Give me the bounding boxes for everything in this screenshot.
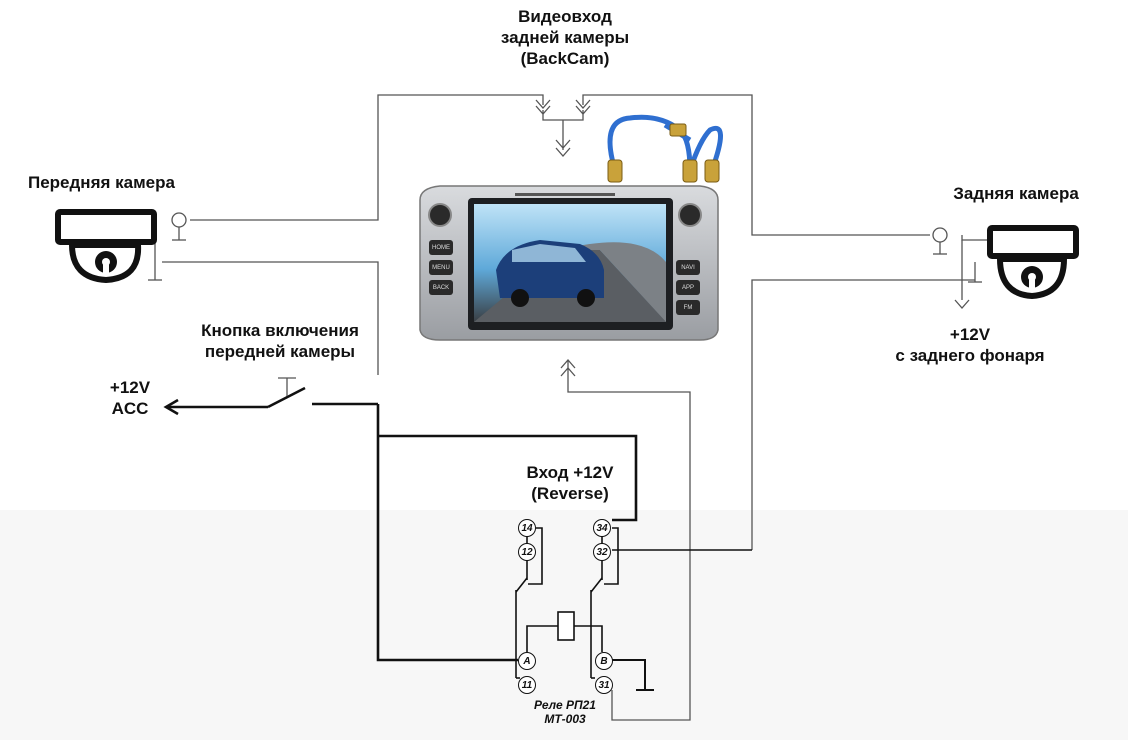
- wire-to-relay-34: [378, 434, 638, 522]
- acc-label-line1: +12V: [109, 378, 151, 397]
- front-cam-ground: [148, 212, 187, 281]
- relay-pin-14: 14: [518, 519, 536, 537]
- backcam-input-label: Видеовход задней камеры (BackCam): [470, 6, 660, 69]
- reverse-input-label: Вход +12V (Reverse): [500, 462, 640, 504]
- rca-connectors: [535, 99, 591, 377]
- acc-label: +12V ACC: [90, 377, 170, 419]
- wire-to-relay-a: [376, 404, 518, 662]
- relay-caption-line2: МТ-003: [544, 712, 586, 726]
- power-wires: [163, 386, 638, 662]
- rear-camera-icon: [987, 225, 1079, 300]
- wire-reverse-input: [567, 360, 691, 721]
- rear-light-label-line1: +12V: [949, 325, 991, 344]
- relay-pin-12: 12: [518, 543, 536, 561]
- front-camera-button-label: Кнопка включения передней камеры: [180, 320, 380, 362]
- push-button-symbol: [278, 377, 296, 396]
- head-unit-app-button: APP: [676, 280, 700, 295]
- relay-caption: Реле РП21 МТ-003: [520, 698, 610, 726]
- head-unit-menu-button: MENU: [429, 260, 453, 275]
- rear-light-label: +12V с заднего фонаря: [870, 324, 1070, 366]
- head-unit-image: [419, 185, 719, 341]
- head-unit-back-button: BACK: [429, 280, 453, 295]
- wire-front-cam-video: [190, 94, 544, 221]
- front-camera-icon: [55, 209, 157, 284]
- rca-splitter-cable-image: [607, 114, 723, 183]
- wire-front-cam-power: [162, 261, 379, 375]
- front-cam-switch-lever: [267, 386, 306, 409]
- acc-label-line2: ACC: [111, 399, 149, 418]
- wire-rear-cam-power: [751, 279, 975, 550]
- relay-pin-31: 31: [595, 676, 613, 694]
- video-wires: [162, 94, 975, 721]
- backcam-label-line2: задней камеры: [500, 28, 630, 47]
- relay-pin-b: B: [595, 652, 613, 670]
- relay-pin-34: 34: [593, 519, 611, 537]
- reverse-label-line2: (Reverse): [531, 484, 609, 503]
- relay-pin-32: 32: [593, 543, 611, 561]
- reverse-label-line1: Вход +12V: [526, 463, 614, 482]
- button-label-line2: передней камеры: [204, 342, 356, 361]
- backcam-label-line3: (BackCam): [520, 49, 610, 68]
- head-unit-navi-button: NAVI: [676, 260, 700, 275]
- rear-light-label-line2: с заднего фонаря: [895, 346, 1045, 365]
- wire-rear-cam-video: [582, 94, 930, 236]
- relay-pin-a: A: [518, 652, 536, 670]
- relay-pin-11: 11: [518, 676, 536, 694]
- backcam-label-line1: Видеовход: [518, 7, 612, 26]
- head-unit-fm-button: FM: [676, 300, 700, 315]
- button-label-line1: Кнопка включения: [201, 321, 359, 340]
- rear-camera-label: Задняя камера: [953, 184, 1079, 203]
- relay-caption-line1: Реле РП21: [534, 698, 596, 712]
- head-unit-home-button: HOME: [429, 240, 453, 255]
- rear-cam-ground: [932, 227, 990, 309]
- front-camera-label: Передняя камера: [28, 173, 175, 192]
- relay-b-ground: [612, 659, 654, 691]
